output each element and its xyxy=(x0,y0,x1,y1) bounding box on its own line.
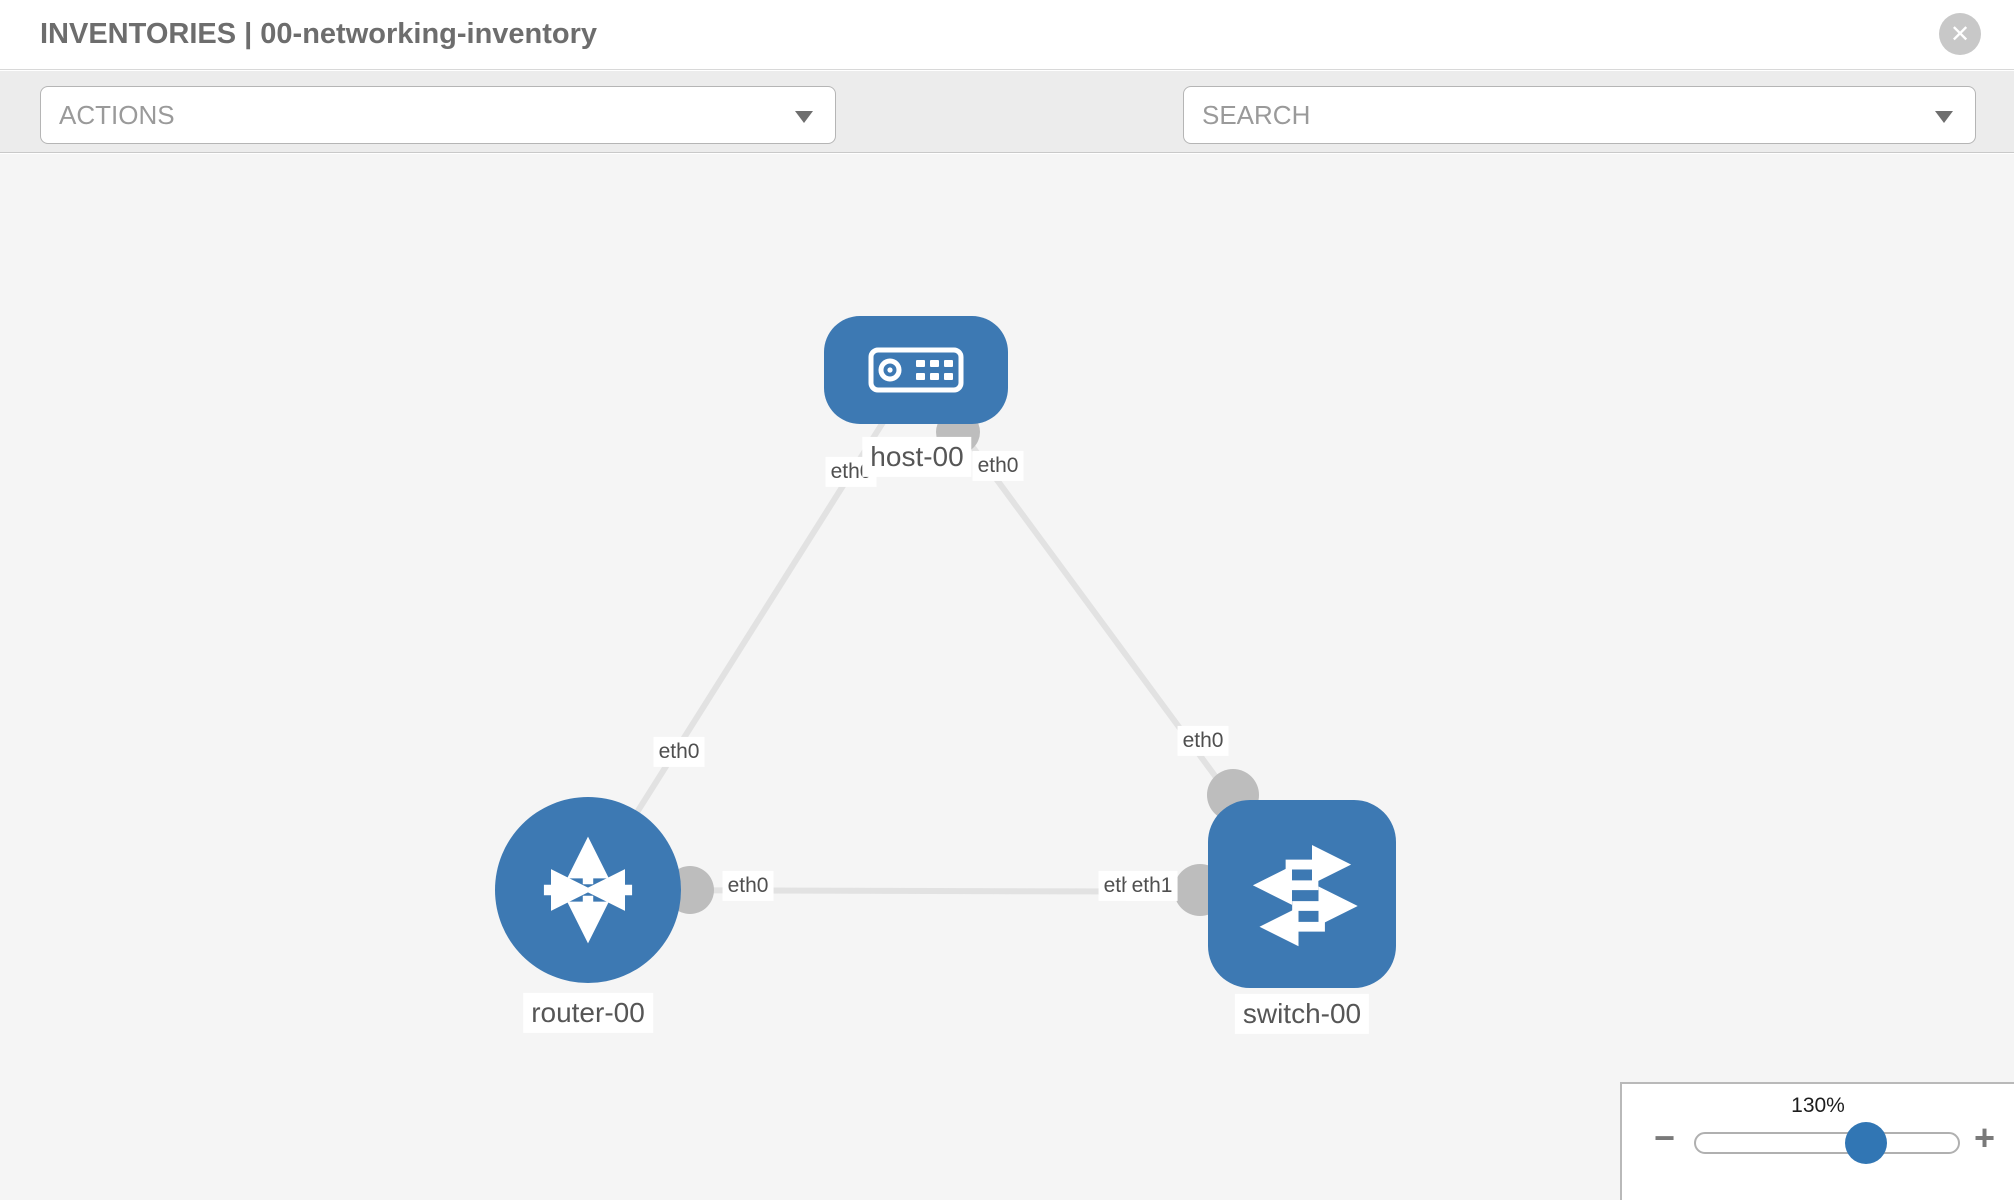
interface-label: eth0 xyxy=(722,870,774,902)
search-dropdown[interactable] xyxy=(1183,86,1976,144)
chevron-down-icon xyxy=(1935,111,1953,123)
link-host-router[interactable] xyxy=(585,368,919,892)
interface-label: eth1 xyxy=(1126,870,1178,902)
zoom-control-panel: 130% − + xyxy=(1620,1082,2014,1200)
actions-dropdown-input[interactable] xyxy=(41,87,835,143)
zoom-percentage: 130% xyxy=(1791,1094,1845,1117)
router-icon xyxy=(543,836,633,944)
node-label-router: router-00 xyxy=(523,992,653,1034)
topology-links-layer xyxy=(585,368,1305,916)
interface-label: eth0 xyxy=(972,450,1024,482)
node-label-host: host-00 xyxy=(862,436,972,478)
node-router-00[interactable] xyxy=(495,797,681,983)
node-switch-00[interactable] xyxy=(1208,800,1396,988)
zoom-slider-handle[interactable] xyxy=(1844,1122,1887,1164)
interface-label: eth0 xyxy=(1177,725,1229,757)
zoom-in-button[interactable]: + xyxy=(1974,1117,1996,1158)
page-title: INVENTORIES | 00-networking-inventory xyxy=(40,18,598,50)
zoom-out-button[interactable]: − xyxy=(1654,1117,1676,1158)
switch-icon xyxy=(1252,844,1358,947)
node-host-00[interactable] xyxy=(824,316,1008,424)
zoom-slider-track[interactable] xyxy=(1694,1122,1960,1164)
actions-dropdown[interactable] xyxy=(40,86,836,144)
close-icon[interactable]: ✕ xyxy=(1939,13,1981,55)
chevron-down-icon xyxy=(795,111,813,123)
search-input[interactable] xyxy=(1184,87,1975,143)
server-icon xyxy=(868,347,964,393)
node-label-switch: switch-00 xyxy=(1234,993,1370,1035)
toolbar xyxy=(0,71,2014,206)
interface-label: eth0 xyxy=(653,736,705,768)
header: INVENTORIES | 00-networking-inventory ✕ xyxy=(0,0,2014,70)
topology-canvas[interactable]: eth0 eth0 eth0 eth0 eth0 eth1 eth1 host-… xyxy=(0,154,2014,1200)
